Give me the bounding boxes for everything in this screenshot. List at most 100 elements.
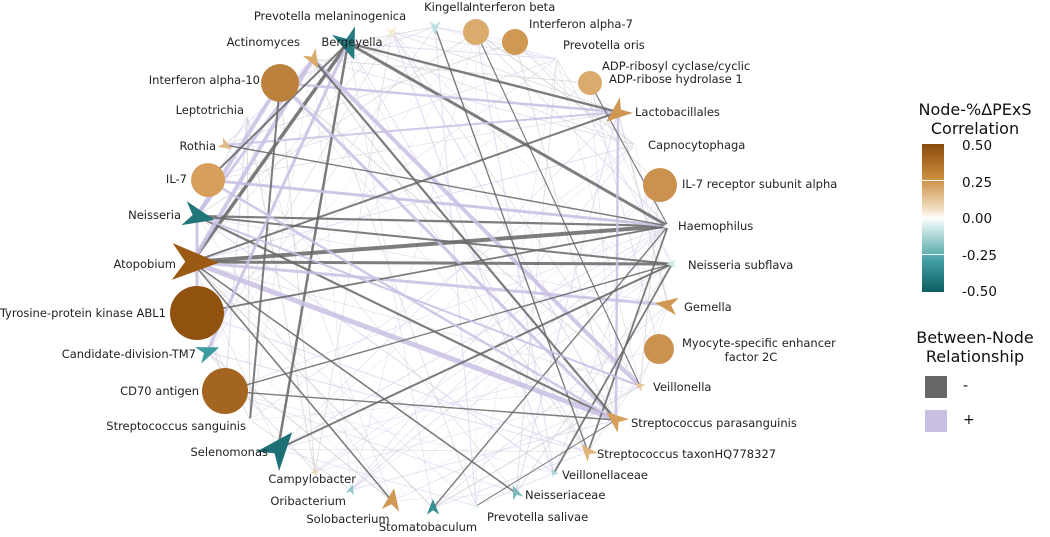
edge [277, 111, 619, 450]
node-label: Prevotella melaninogenica [254, 9, 406, 23]
node-label: Kingella [424, 0, 470, 14]
edge [249, 419, 352, 491]
edge [314, 385, 641, 473]
node-il7r [643, 168, 677, 202]
edge [347, 42, 636, 146]
node-veillonella [634, 383, 646, 392]
edge [312, 58, 477, 507]
edge-negative [191, 261, 393, 502]
node-label: Actinomyces [227, 35, 300, 49]
edge [277, 144, 636, 450]
node-label: Capnocytophaga [648, 138, 745, 152]
edge-negative [195, 214, 670, 228]
edge-negative [191, 111, 619, 263]
node-label: Veillonella [653, 380, 711, 394]
edge [196, 215, 669, 306]
edge [246, 115, 673, 265]
edge [249, 385, 641, 421]
edge [191, 261, 641, 387]
edge [391, 385, 641, 502]
node-neisseriaceae [513, 485, 524, 501]
node-label: ADP-ribosyl cyclase/cyclic [602, 59, 750, 73]
edge-negative [475, 419, 617, 507]
edges-layer [189, 26, 674, 509]
edge [224, 115, 248, 392]
edge [391, 304, 669, 502]
edge-negative [224, 263, 673, 392]
tick-label: -0.25 [962, 248, 997, 264]
edge-negative [195, 214, 618, 422]
edge [224, 225, 669, 392]
edge-positive [614, 110, 620, 422]
node-label: Oribacterium [270, 494, 346, 508]
node-label: Neisseria subflava [688, 258, 793, 272]
edge [347, 42, 434, 509]
gradient-tick [922, 254, 944, 255]
edge-positive [190, 260, 670, 307]
edge-negative [587, 225, 669, 453]
node-gemella [655, 297, 679, 316]
node-capnocytophaga [631, 141, 639, 148]
node-lactobacillales [606, 97, 633, 122]
edge-negative [475, 31, 641, 387]
edge [350, 144, 636, 491]
node-strep-parasanguinis [605, 411, 629, 433]
gradient-tick [922, 180, 944, 181]
edge-negative [276, 41, 350, 451]
edge [434, 26, 477, 507]
node-label: Veillonellaceae [562, 468, 648, 482]
node-abl1 [170, 286, 224, 340]
edge-negative [249, 82, 281, 421]
color-legend-title-line1: Node-%ΔPExS [918, 100, 1032, 119]
node-label: IL-7 [166, 172, 187, 186]
edge-positive [189, 259, 619, 423]
node-oribacterium [345, 484, 354, 496]
node-prevotella-salivae [473, 502, 480, 510]
color-gradient-bar [922, 144, 944, 292]
node-adp-ribosyl [578, 71, 602, 95]
node-label: Leptotrichia [176, 103, 244, 117]
node-neisseria [181, 201, 215, 226]
node-candidate-tm7 [195, 347, 220, 364]
node-label: Tyrosine-protein kinase ABL1 [0, 306, 166, 320]
edge [475, 31, 555, 474]
edge [391, 31, 619, 113]
node-label: Solobacterium [306, 512, 389, 526]
tick-label: 0.00 [962, 211, 993, 227]
relationship-title-line1: Between-Node [916, 328, 1034, 347]
tick-label: 0.50 [962, 138, 993, 154]
edge-positive [206, 178, 670, 228]
node-strep-sanguinis [246, 417, 254, 424]
edge [391, 31, 555, 474]
edge-negative [434, 26, 589, 453]
edge-negative [191, 261, 517, 494]
tick-label: -0.50 [962, 284, 997, 300]
edge [347, 42, 558, 60]
edge [587, 348, 660, 453]
node-label: Prevotella salivae [487, 510, 588, 524]
edge [514, 41, 619, 113]
edge-negative [196, 225, 669, 314]
edge [312, 58, 636, 146]
node-il7 [191, 163, 225, 197]
node-kingella [429, 21, 441, 35]
node-rothia [217, 137, 232, 150]
edge-positive [224, 111, 619, 146]
edge-negative [277, 263, 673, 450]
node-bergeyella [332, 26, 355, 60]
node-label: Myocyte-specific enhancer [682, 336, 836, 350]
edge-positive [278, 81, 618, 422]
node-strep-taxon [581, 444, 598, 462]
edge [206, 351, 589, 453]
edge [224, 390, 517, 494]
edge [432, 451, 589, 509]
node-campylobacter [310, 467, 318, 477]
node-stomatobaculum [426, 499, 440, 515]
edge [556, 58, 673, 265]
tick-label: 0.25 [962, 175, 993, 191]
edge [196, 312, 393, 502]
node-label: Rothia [179, 139, 216, 153]
node-label: Stomatobaculum [379, 520, 477, 534]
node-interferon-beta [463, 19, 489, 45]
edge-positive [205, 41, 350, 354]
